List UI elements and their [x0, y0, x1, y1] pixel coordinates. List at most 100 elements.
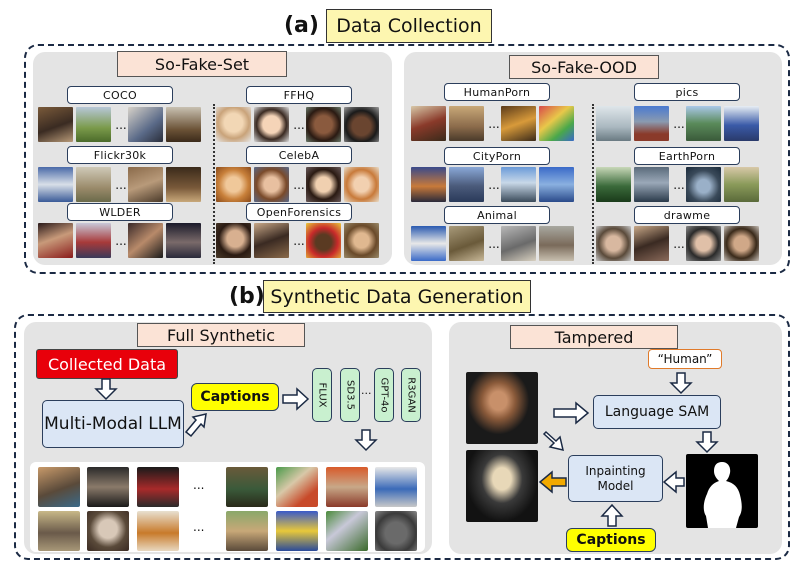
ellipsis: ... — [293, 117, 305, 132]
image-thumbnail — [686, 106, 721, 141]
face-thumbnail — [306, 167, 341, 202]
arrow-sam-to-mask — [695, 431, 719, 454]
arrow-prompt-to-sam — [669, 372, 693, 395]
image-thumbnail — [596, 167, 631, 202]
face-thumbnail — [216, 223, 251, 258]
model-r3gan: R3GAN — [401, 368, 421, 422]
image-thumbnail — [501, 226, 536, 261]
model-gpt4o: GPT-4o — [374, 368, 394, 422]
arrow-captions-to-inpaint — [600, 503, 624, 527]
sofakeood-divider — [592, 104, 594, 264]
image-thumbnail — [38, 223, 73, 258]
generated-image — [38, 467, 80, 507]
image-thumbnail — [501, 167, 536, 202]
human-mask-silhouette — [703, 462, 742, 528]
image-thumbnail — [634, 167, 669, 202]
tampered-captions-box: Captions — [566, 528, 656, 552]
image-thumbnail — [634, 106, 669, 141]
generated-image — [375, 467, 417, 507]
wlder-thumbnails: ... — [38, 223, 204, 258]
source-photo — [466, 372, 538, 444]
ellipsis: ... — [115, 117, 127, 132]
ellipsis: ... — [361, 384, 372, 397]
generated-image — [87, 467, 129, 507]
human-prompt: “Human” — [648, 349, 722, 369]
section-a-letter: (a) — [284, 13, 319, 38]
flickr30k-thumbnails: ... — [38, 167, 204, 202]
generated-image — [326, 467, 368, 507]
generated-image — [38, 511, 80, 551]
mask-image — [686, 454, 758, 528]
full-synthetic-title: Full Synthetic — [137, 323, 305, 347]
generated-image — [326, 511, 368, 551]
image-thumbnail — [539, 106, 574, 141]
face-thumbnail — [254, 107, 289, 142]
dataset-label-cityporn: CityPorn — [444, 147, 550, 165]
arrow-models-to-grid — [354, 429, 378, 452]
image-thumbnail — [724, 167, 759, 202]
image-thumbnail — [501, 106, 536, 141]
arrow-photo-to-sam — [553, 401, 590, 425]
drawme-thumbnails: ... — [596, 226, 762, 261]
sofakeood-title: So-Fake-OOD — [509, 55, 659, 79]
dataset-label-wlder: WLDER — [67, 203, 173, 221]
ellipsis: ... — [193, 520, 205, 534]
model-sd35: SD3.5 — [340, 368, 360, 422]
image-thumbnail — [76, 223, 111, 258]
generated-image — [137, 467, 179, 507]
sofakeset-divider — [213, 104, 215, 264]
model-flux: FLUX — [312, 368, 332, 422]
ellipsis: ... — [293, 233, 305, 248]
generated-image — [276, 511, 318, 551]
image-thumbnail — [724, 106, 759, 141]
image-thumbnail — [128, 107, 163, 142]
ellipsis: ... — [115, 233, 127, 248]
ellipsis: ... — [488, 177, 500, 192]
ellipsis: ... — [488, 116, 500, 131]
ffhq-thumbnails: ... — [216, 107, 382, 142]
image-thumbnail — [411, 106, 446, 141]
ellipsis: ... — [488, 236, 500, 251]
generated-image — [226, 511, 268, 551]
face-thumbnail — [344, 223, 379, 258]
image-thumbnail — [128, 167, 163, 202]
face-thumbnail — [634, 226, 669, 261]
arrow-llm-to-captions — [184, 413, 207, 438]
face-thumbnail — [216, 167, 251, 202]
face-thumbnail — [254, 167, 289, 202]
dataset-label-pics: pics — [634, 83, 740, 101]
face-thumbnail — [306, 107, 341, 142]
synthetic-frame — [14, 314, 790, 560]
arrow-inpaint-to-tampered — [538, 470, 567, 494]
image-thumbnail — [686, 167, 721, 202]
arrow-photo-to-inpaint — [542, 430, 565, 452]
sofakeset-title: So-Fake-Set — [117, 51, 287, 77]
dataset-label-celeba: CelebA — [246, 146, 352, 164]
dataset-label-drawme: drawme — [634, 206, 740, 224]
inpainting-model-box: Inpainting Model — [568, 455, 663, 502]
image-thumbnail — [411, 167, 446, 202]
dataset-label-flickr30k: Flickr30k — [67, 146, 173, 164]
dataset-label-earthporn: EarthPorn — [634, 147, 740, 165]
arrow-captions-to-models — [282, 387, 310, 411]
celeba-thumbnails: ... — [216, 167, 382, 202]
image-thumbnail — [539, 167, 574, 202]
language-sam-box: Language SAM — [593, 395, 721, 429]
image-thumbnail — [166, 167, 201, 202]
generated-image — [375, 511, 417, 551]
image-thumbnail — [449, 106, 484, 141]
dataset-label-openforensics: OpenForensics — [246, 203, 352, 221]
cityporn-thumbnails: ... — [411, 167, 577, 202]
ellipsis: ... — [293, 177, 305, 192]
section-b-title: Synthetic Data Generation — [263, 280, 531, 313]
face-thumbnail — [344, 167, 379, 202]
ellipsis: ... — [673, 116, 685, 131]
image-thumbnail — [128, 223, 163, 258]
face-thumbnail — [686, 226, 721, 261]
ellipsis: ... — [115, 177, 127, 192]
image-thumbnail — [596, 106, 631, 141]
dataset-label-coco: COCO — [67, 86, 173, 104]
face-thumbnail — [306, 223, 341, 258]
humanporn-thumbnails: ... — [411, 106, 577, 141]
